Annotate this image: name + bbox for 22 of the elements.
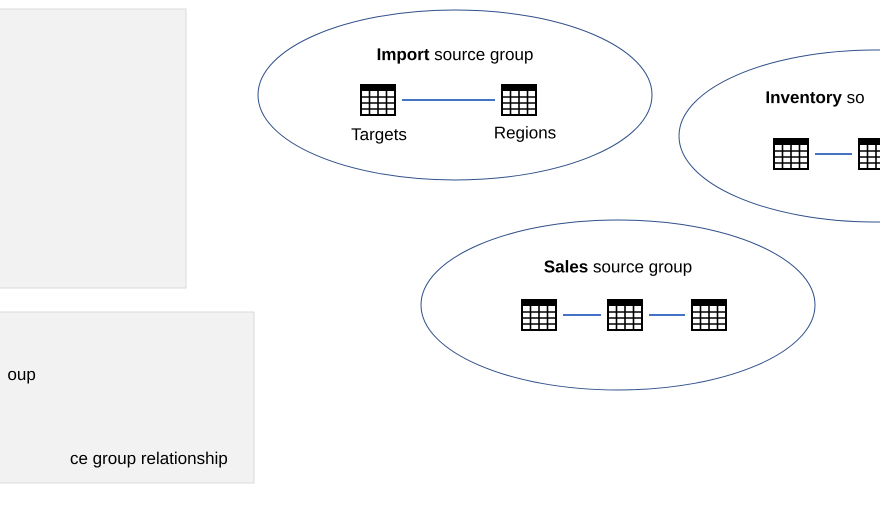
table-name: Regions bbox=[495, 126, 556, 142]
group-ellipse bbox=[258, 10, 652, 180]
group-title: Inventory so bbox=[766, 91, 864, 107]
table-icon bbox=[691, 299, 727, 331]
group-ellipse bbox=[420, 220, 816, 390]
table-icon bbox=[360, 84, 396, 116]
table-icon bbox=[773, 138, 809, 170]
relationship-line bbox=[815, 153, 852, 155]
table-name: Targets bbox=[352, 128, 406, 144]
panel-text: ce group relationship bbox=[70, 452, 228, 468]
table-icon bbox=[858, 138, 880, 170]
table-icon bbox=[521, 299, 557, 331]
table-icon bbox=[607, 299, 643, 331]
panel-text: oup bbox=[8, 370, 36, 384]
table-icon bbox=[501, 84, 537, 116]
panel bbox=[0, 8, 186, 288]
relationship-line bbox=[649, 314, 685, 316]
group-title: Import source group bbox=[378, 48, 533, 64]
relationship-line bbox=[402, 99, 495, 101]
relationship-line bbox=[563, 314, 601, 316]
group-title: Sales source group bbox=[544, 260, 692, 276]
legend-panel bbox=[0, 312, 254, 484]
